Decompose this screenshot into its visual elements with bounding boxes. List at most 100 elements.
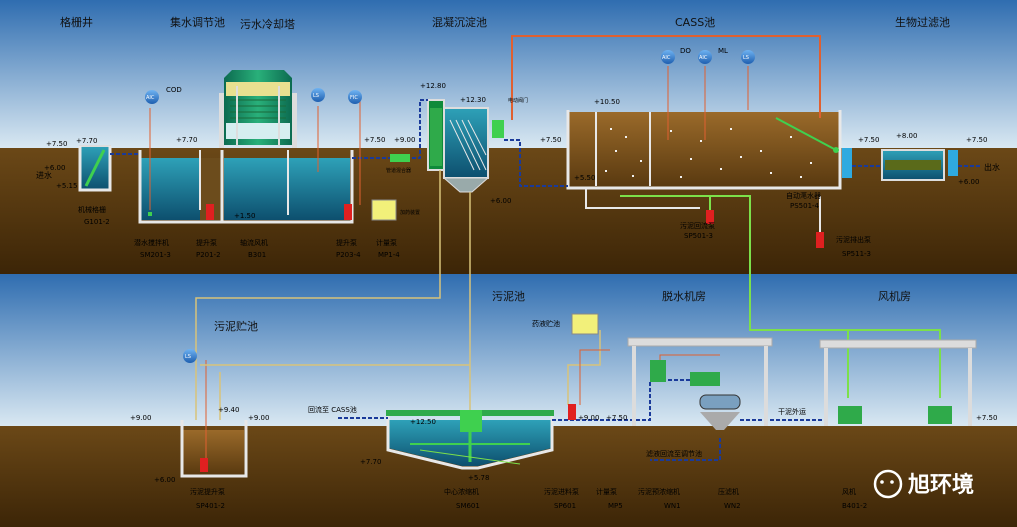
aic-cod-instrument [145,90,159,104]
equipment-label: SP501-3 [684,232,713,240]
level-mark: +7.70 [176,136,197,144]
level-mark: +6.00 [154,476,175,484]
equipment-label: B401-2 [842,502,867,510]
equipment-label: MP5 [608,502,623,510]
aic-ml-instrument [698,50,712,64]
cooling-tower [219,70,354,224]
equipment-label: 电动阀门 [508,97,528,104]
equipment-label: 潜水搅拌机 [134,238,169,247]
equipment-label: 风机 [842,487,856,496]
equipment-label: MP1-4 [378,251,400,259]
equipment-label: 污泥回流泵 [680,221,715,230]
title-dewatering: 脱水机房 [662,289,706,303]
level-mark: +9.00 [394,136,415,144]
equipment-label: 机械格栅 [78,205,106,214]
equipment-label: 提升泵 [196,238,217,247]
equipment-label: WN2 [724,502,741,510]
ls-store-instrument [183,349,197,363]
title-cass: CASS池 [675,16,715,29]
equipment-label: 污泥排出泵 [836,235,871,244]
level-mark: +7.50 [858,136,879,144]
instrument-label: ML [718,47,728,55]
title-coag: 混凝沉淀池 [432,15,487,29]
equipment-label: SP401-2 [196,502,225,510]
bottom-pipes [338,330,830,461]
level-mark: +10.50 [594,98,620,106]
ls-cass-instrument [741,50,755,64]
level-mark: +5.15 [56,182,77,190]
equipment-label: 管道混合器 [386,167,411,174]
sky-top [0,0,1017,148]
instrument-label: AIC [662,55,671,61]
equipment-label: 回流至 CASS池 [308,405,357,414]
title-cooling-tower: 污水冷却塔 [240,18,295,31]
equipment-label: P203-4 [336,251,361,259]
level-mark: +7.50 [966,136,987,144]
fic-instrument [348,90,362,104]
title-equalization: 集水调节池 [170,15,225,29]
watermark-text: 旭环境 [907,472,974,498]
sludge-storage-tank [180,349,470,478]
coag-tanks [427,99,504,193]
level-mark: +6.00 [490,197,511,205]
level-mark: +5.78 [468,474,489,482]
equipment-label: 出水 [984,162,1000,172]
title-biofilter: 生物过滤池 [895,15,950,29]
cass-tank [566,110,852,190]
top-pipes [110,35,980,420]
aic-do-instrument [661,50,675,64]
equipment-label: SM201-3 [140,251,171,259]
level-mark: +5.50 [574,174,595,182]
level-mark: +9.00 [130,414,151,422]
thickener-tank [386,410,554,470]
level-marks: +7.50 +7.70 +6.00 +5.15 +7.70 +1.50 +7.5… [44,82,997,484]
equipment-label: WN1 [664,502,681,510]
aeration-bubbles [605,128,812,178]
equipment-label: P201-2 [196,251,221,259]
equipment-label: PS501-4 [790,202,820,210]
equipment-label: SM601 [456,502,480,510]
level-mark: +7.50 [606,414,627,422]
watermark: 旭环境 [873,469,974,499]
equipment-label: 中心浓缩机 [444,487,479,496]
equipment-label: 自动滗水器 [786,191,821,200]
level-mark: +7.50 [976,414,997,422]
equipment-label: 提升泵 [336,238,357,247]
equipment-label: 干泥外运 [778,407,806,416]
equipment-label: 药液贮池 [532,319,560,328]
top-pumps [206,154,824,248]
level-mark: +7.70 [360,458,381,466]
instrument-label: DO [680,47,691,55]
equipment-label: 压滤机 [718,487,739,496]
level-mark: +1.50 [234,212,255,220]
level-mark: +12.80 [420,82,446,90]
level-mark: +9.00 [578,414,599,422]
level-mark: +7.50 [364,136,385,144]
level-mark: +9.40 [218,406,239,414]
equipment-label: B301 [248,251,266,259]
instrument-label: LS [743,55,749,61]
level-mark: +9.00 [248,414,269,422]
instrument-label: AIC [146,95,155,101]
equipment-label: G101-2 [84,218,110,226]
blower-building [819,339,977,426]
titles: 格栅井 集水调节池 污水冷却塔 混凝沉淀池 CASS池 生物过滤池 污泥池 污泥… [60,15,950,333]
equipment-label: 计量泵 [596,487,617,496]
top-instruments [145,50,755,104]
equipment-label: 进水 [36,170,52,180]
instrument-label: COD [166,86,182,94]
equipment-label: 计量泵 [376,238,397,247]
level-mark: +6.00 [958,178,979,186]
level-mark: +12.30 [460,96,486,104]
ls-instrument [311,88,325,102]
equipment-label: 污泥预浓缩机 [638,487,680,496]
title-blower: 风机房 [878,289,911,303]
equipment-label: SP511-3 [842,250,871,258]
equipment-label: 污泥进料泵 [544,487,579,496]
equipment-label: 加药装置 [400,209,420,216]
instrument-label: FIC [350,95,358,101]
title-grille: 格栅井 [60,15,93,29]
biofilter-tank [881,149,958,181]
